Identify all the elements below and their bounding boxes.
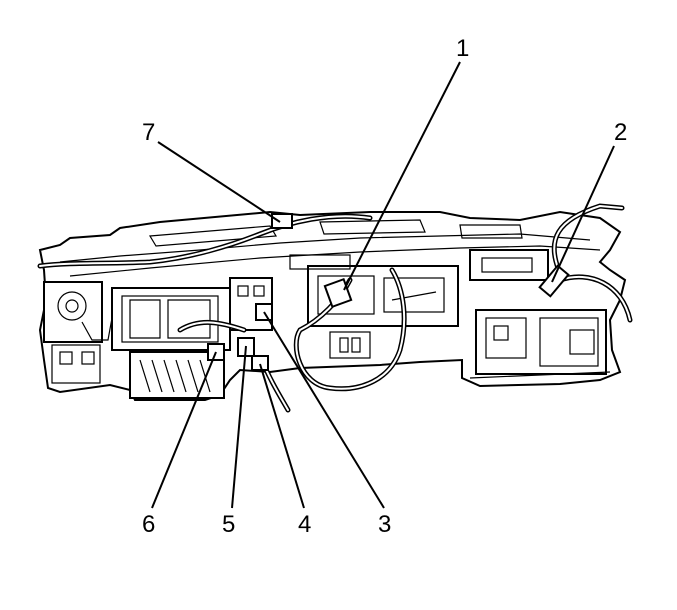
- connector-1: [323, 277, 353, 309]
- leader-line-3: [263, 311, 385, 509]
- callout-label-5: 5: [222, 511, 235, 538]
- harness-right: [551, 203, 633, 323]
- callout-label-6: 6: [142, 511, 155, 538]
- harness-lower-center: [177, 319, 291, 413]
- cluster-opening: [111, 287, 231, 351]
- leader-line-1: [343, 61, 461, 291]
- connector-7: [271, 213, 293, 229]
- callout-label-7: 7: [142, 119, 155, 146]
- passenger-side-glovebox: [469, 249, 611, 379]
- leader-line-2: [551, 145, 615, 283]
- callout-label-4: 4: [298, 511, 311, 538]
- callout-label-2: 2: [614, 119, 627, 146]
- callout-label-1: 1: [456, 35, 469, 62]
- leader-line-5: [231, 345, 247, 509]
- leader-line-7: [157, 141, 281, 223]
- leader-line-6: [151, 351, 217, 509]
- leader-line-4: [259, 363, 305, 509]
- connector-4: [251, 355, 269, 371]
- callout-label-3: 3: [378, 511, 391, 538]
- harness-upper-main: [37, 213, 373, 269]
- left-end-bracket: [43, 281, 113, 384]
- harness-center-loop: [293, 267, 407, 392]
- connector-2: [538, 264, 570, 298]
